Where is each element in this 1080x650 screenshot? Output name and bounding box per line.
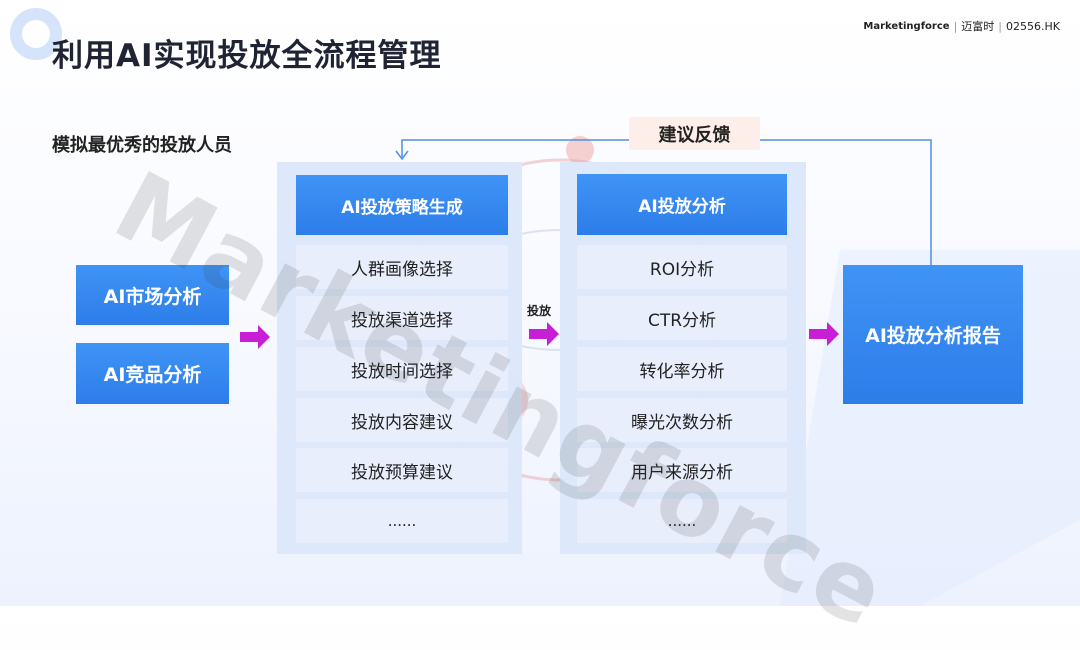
strategy-item: 投放渠道选择 <box>296 296 508 340</box>
logo-separator: | <box>998 19 1003 33</box>
strategy-item: 投放预算建议 <box>296 448 508 492</box>
strategy-item: 人群画像选择 <box>296 245 508 289</box>
analysis-item: CTR分析 <box>577 296 787 340</box>
analysis-header: AI投放分析 <box>577 174 787 235</box>
report-box: AI投放分析报告 <box>843 265 1023 404</box>
strategy-header: AI投放策略生成 <box>296 175 508 235</box>
deliver-label: 投放 <box>527 304 552 318</box>
logo-stock-code: 02556.HK <box>1006 19 1060 33</box>
section-subtitle: 模拟最优秀的投放人员 <box>52 135 232 156</box>
logo-separator: | <box>953 19 958 33</box>
logo-brand: Marketingforce <box>863 20 950 32</box>
strategy-item-more: ...... <box>296 499 508 543</box>
page-title: 利用AI实现投放全流程管理 <box>52 38 442 74</box>
analysis-item-more: ...... <box>577 499 787 543</box>
analysis-item: 用户来源分析 <box>577 448 787 492</box>
logo-chinese-name: 迈富时 <box>961 20 995 33</box>
analysis-item: 转化率分析 <box>577 347 787 391</box>
competitor-analysis-box: AI竞品分析 <box>76 343 229 404</box>
flow-arrow-icon <box>809 322 839 346</box>
analysis-item: ROI分析 <box>577 245 787 289</box>
company-logo: Marketingforce | 迈富时 | 02556.HK <box>863 18 1060 34</box>
market-analysis-box: AI市场分析 <box>76 265 229 325</box>
strategy-item: 投放内容建议 <box>296 398 508 442</box>
flow-arrow-icon <box>240 325 270 349</box>
flow-arrow-icon <box>529 322 559 346</box>
analysis-item: 曝光次数分析 <box>577 398 787 442</box>
feedback-loop-line <box>395 139 932 265</box>
feedback-label: 建议反馈 <box>629 117 760 150</box>
strategy-item: 投放时间选择 <box>296 347 508 391</box>
